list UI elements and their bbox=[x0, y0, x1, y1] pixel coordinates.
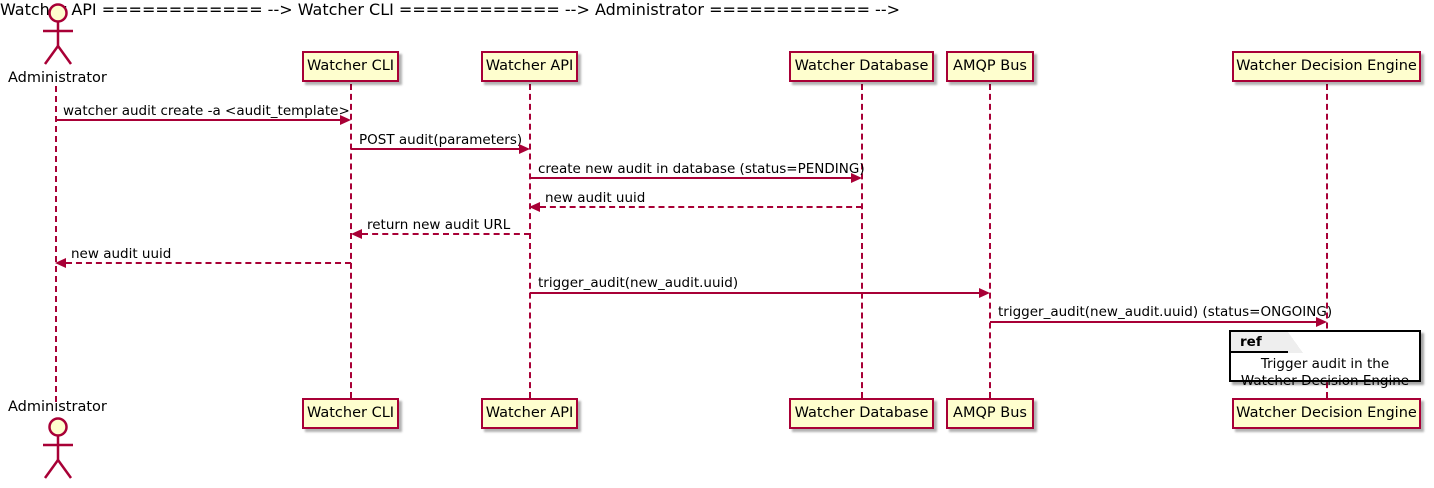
ref-fragment-line-2: Watcher Decision Engine bbox=[1240, 373, 1410, 389]
participant-label: Watcher Database bbox=[794, 405, 929, 422]
participant-label: AMQP Bus bbox=[953, 58, 1027, 75]
actor-label-administrator-top: Administrator bbox=[8, 70, 107, 86]
participant-label: Watcher Decision Engine bbox=[1236, 58, 1417, 75]
message-label-4: return new audit URL bbox=[367, 217, 511, 233]
message-label-7: trigger_audit(new_audit.uuid) (status=ON… bbox=[998, 304, 1333, 320]
message-line-0 bbox=[56, 119, 341, 121]
participant-watcher-database-bottom[interactable]: Watcher Database bbox=[789, 398, 934, 429]
participant-watcher-cli-top[interactable]: Watcher CLI bbox=[302, 51, 399, 82]
ref-fragment-tab: ref bbox=[1231, 332, 1290, 353]
ref-fragment-tab-corner bbox=[1288, 332, 1303, 353]
participant-amqp-bus-bottom[interactable]: AMQP Bus bbox=[946, 398, 1034, 429]
message-line-2 bbox=[530, 177, 852, 179]
participant-watcher-api-bottom[interactable]: Watcher API bbox=[481, 398, 578, 429]
message-arrowhead-0 bbox=[340, 115, 351, 125]
message-arrowhead-3 bbox=[529, 202, 540, 212]
participant-watcher-api-top[interactable]: Watcher API bbox=[481, 51, 578, 82]
message-line-7 bbox=[990, 321, 1317, 323]
lifeline-watcher-database bbox=[861, 84, 863, 398]
message-label-2: create new audit in database (status=PEN… bbox=[538, 161, 865, 177]
message-arrowhead-7 bbox=[1316, 317, 1327, 327]
message-label-6: trigger_audit(new_audit.uuid) bbox=[538, 275, 739, 291]
participant-label: AMQP Bus bbox=[953, 405, 1027, 422]
participant-label: Watcher Decision Engine bbox=[1236, 405, 1417, 422]
lifeline-watcher-api bbox=[529, 84, 531, 398]
actor-icon bbox=[43, 417, 73, 479]
participant-label: Watcher CLI bbox=[306, 405, 395, 422]
lifeline-amqp-bus bbox=[989, 84, 991, 398]
lifeline-watcher-cli bbox=[350, 84, 352, 398]
message-line-4 bbox=[362, 233, 530, 235]
participant-amqp-bus-top[interactable]: AMQP Bus bbox=[946, 51, 1034, 82]
participant-label: Watcher API bbox=[485, 405, 574, 422]
message-line-5 bbox=[66, 262, 351, 264]
lifeline-administrator bbox=[55, 86, 57, 402]
message-arrowhead-5 bbox=[55, 258, 66, 268]
message-line-6 bbox=[530, 292, 980, 294]
ref-fragment-tag: ref bbox=[1240, 333, 1262, 350]
ref-fragment: ref Trigger audit in the Watcher Decisio… bbox=[1229, 330, 1421, 389]
actor-administrator-top bbox=[30, 2, 82, 70]
participant-label: Watcher API bbox=[485, 58, 574, 75]
participant-watcher-cli-bottom[interactable]: Watcher CLI bbox=[302, 398, 399, 429]
participant-watcher-decision-engine-bottom[interactable]: Watcher Decision Engine bbox=[1232, 398, 1421, 429]
message-label-1: POST audit(parameters) bbox=[359, 132, 523, 148]
message-label-0: watcher audit create -a <audit_template> bbox=[63, 103, 350, 119]
message-arrowhead-6 bbox=[979, 288, 990, 298]
participant-label: Watcher Database bbox=[794, 58, 929, 75]
message-label-3: new audit uuid bbox=[545, 190, 646, 206]
actor-label-administrator-bottom: Administrator bbox=[8, 399, 107, 415]
message-label-5: new audit uuid bbox=[71, 246, 172, 262]
message-arrowhead-4 bbox=[351, 229, 362, 239]
message-arrowhead-1 bbox=[519, 144, 530, 154]
message-line-1 bbox=[351, 148, 520, 150]
message-arrowhead-2 bbox=[851, 173, 862, 183]
participant-watcher-decision-engine-top[interactable]: Watcher Decision Engine bbox=[1232, 51, 1421, 82]
actor-administrator-bottom bbox=[30, 416, 82, 484]
actor-icon bbox=[43, 3, 73, 65]
message-line-3 bbox=[540, 206, 862, 208]
ref-fragment-line-1: Trigger audit in the bbox=[1260, 356, 1390, 372]
participant-label: Watcher CLI bbox=[306, 58, 395, 75]
participant-watcher-database-top[interactable]: Watcher Database bbox=[789, 51, 934, 82]
lifeline-watcher-decision-engine bbox=[1326, 84, 1328, 398]
